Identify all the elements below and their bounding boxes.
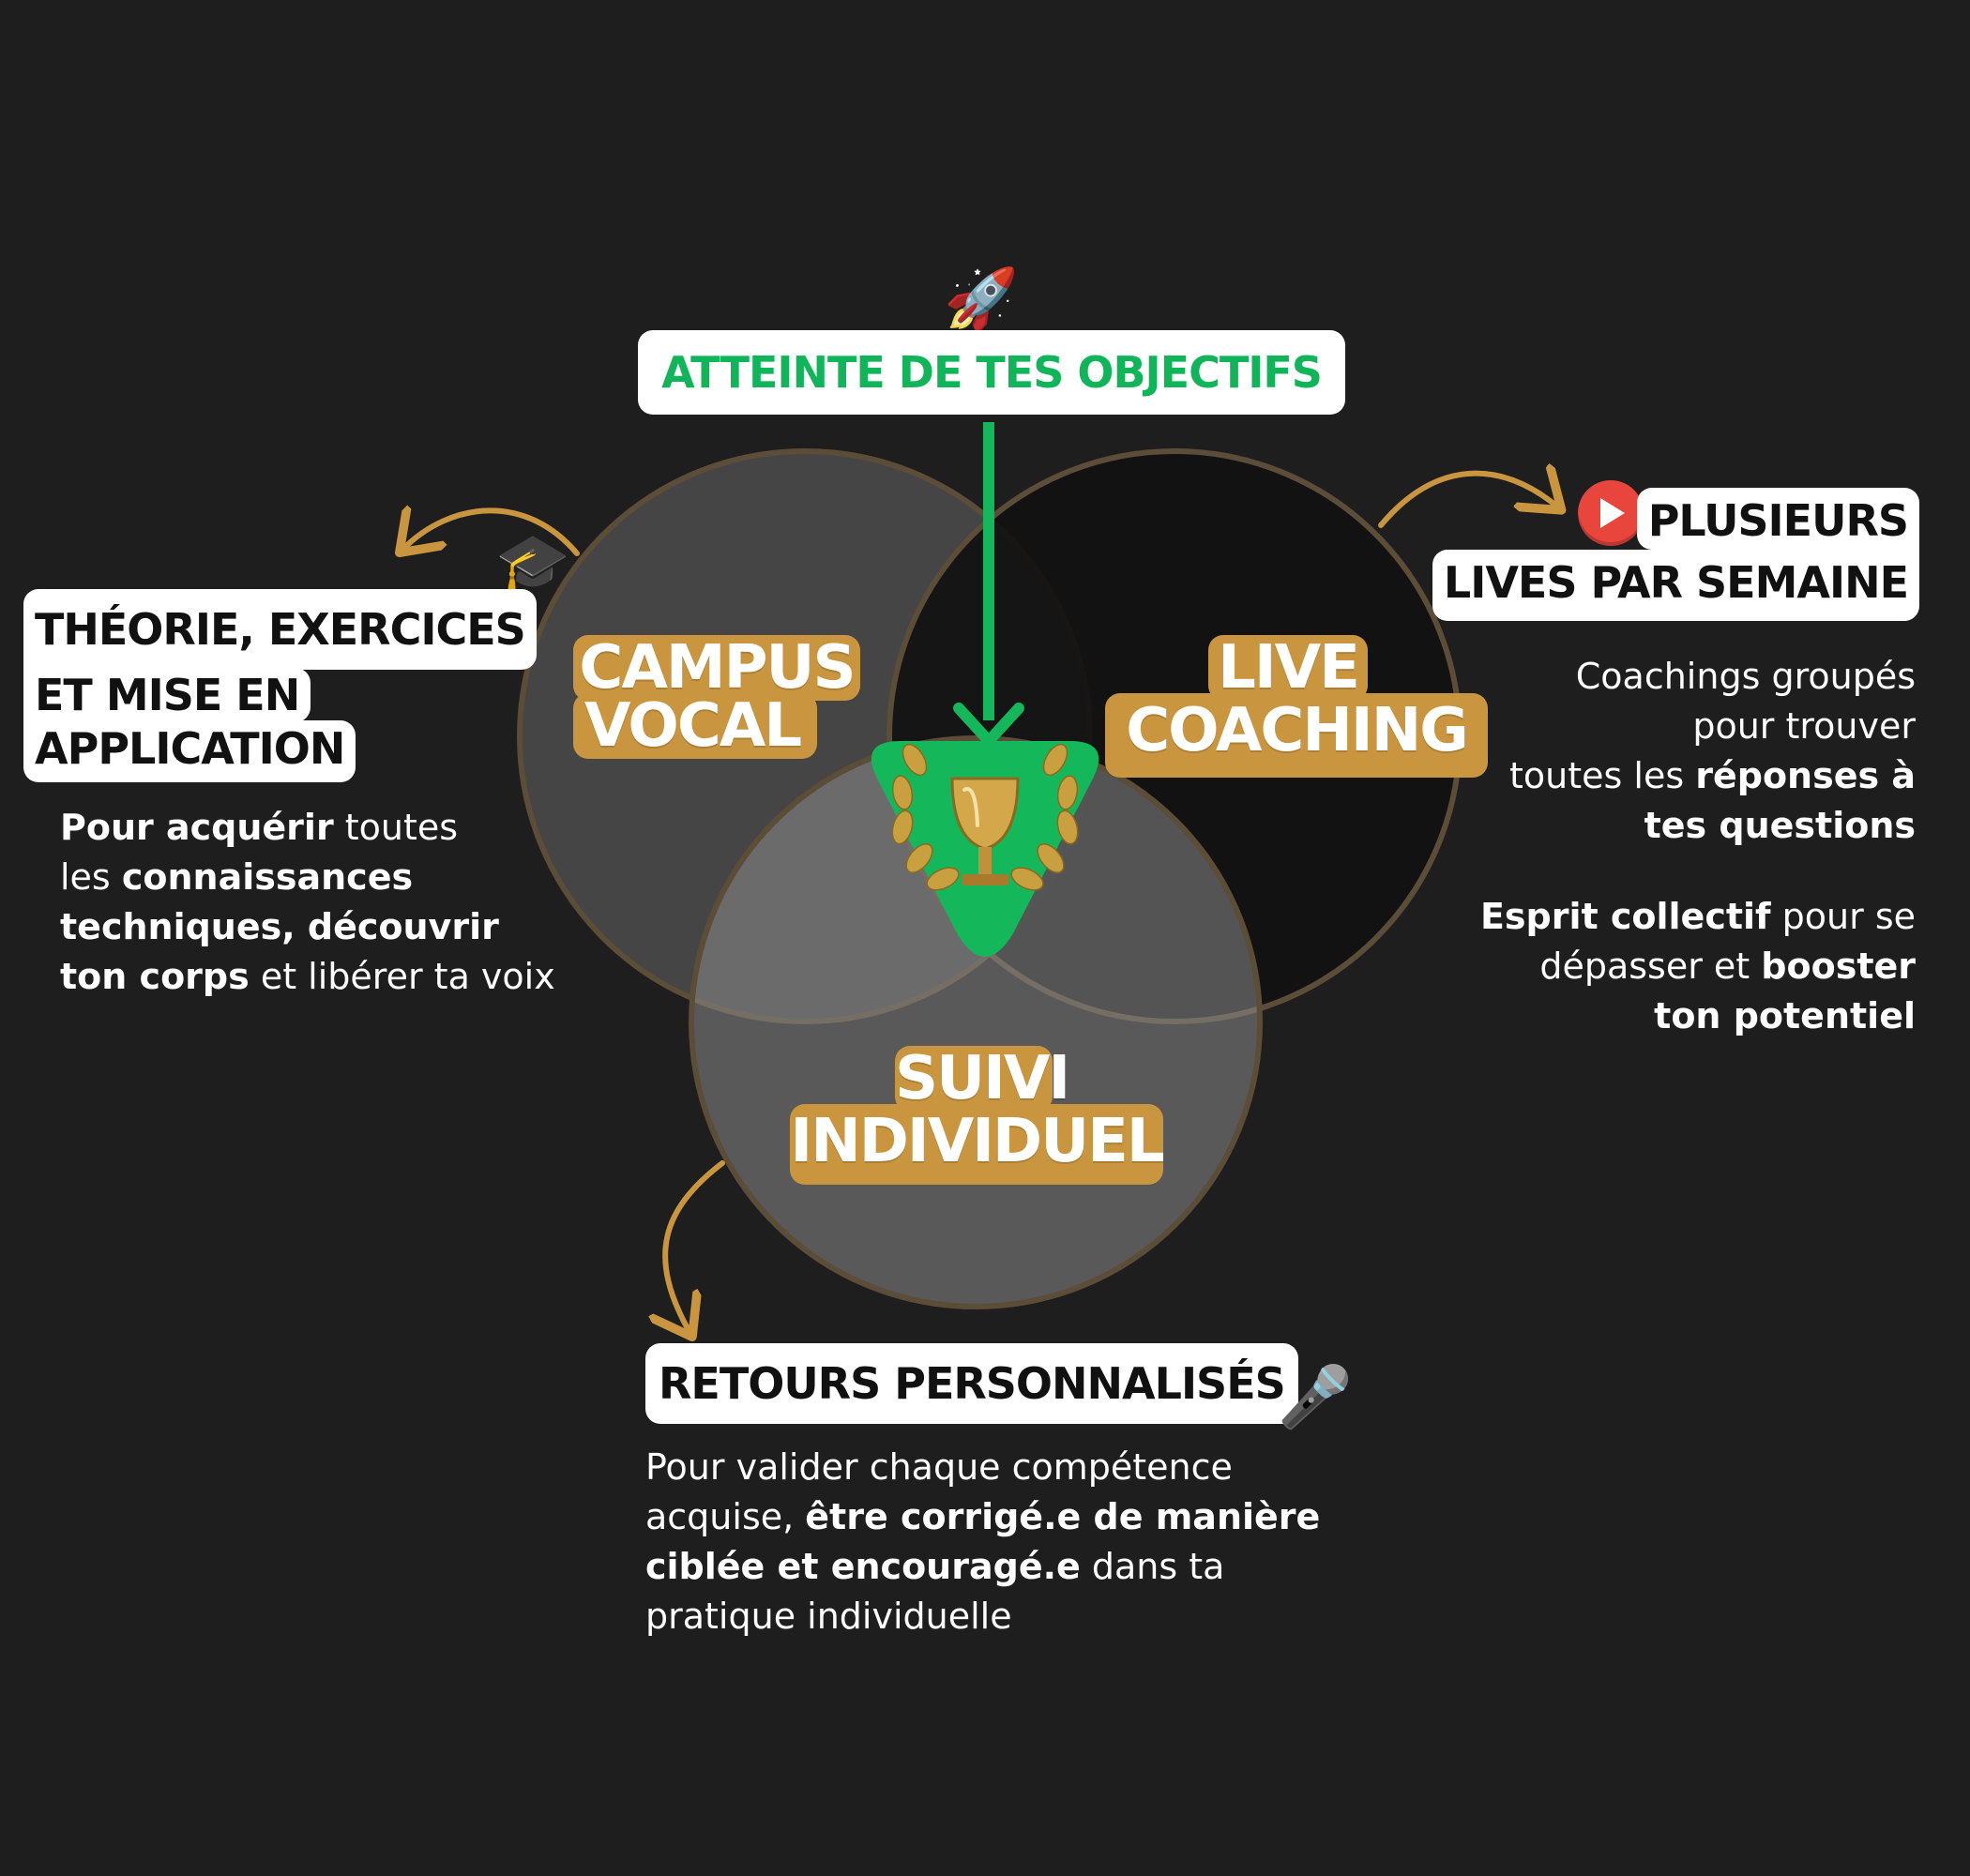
lives-desc-line: ton potentiel (1654, 995, 1916, 1036)
feedback-desc-line: Pour valider chaque compétence (645, 1446, 1233, 1488)
live-coaching-line1: LIVE (1208, 635, 1368, 701)
feedback-label: RETOURS PERSONNALISÉS (645, 1343, 1298, 1424)
lives-line1: PLUSIEURS (1636, 488, 1919, 550)
theory-label: THÉORIE, EXERCICES ET MISE EN APPLICATIO… (23, 589, 537, 782)
theory-description: Pour acquérir toutes les connaissances t… (60, 803, 623, 1002)
lives-description: Coachings groupés pour trouver toutes le… (1351, 652, 1916, 1041)
graduation-cap-icon: 🎓 (495, 530, 570, 599)
suivi-individuel-line2: INDIVIDUEL (790, 1104, 1165, 1185)
lives-desc-line: pour trouver (1692, 705, 1916, 747)
campus-vocal-line2: VOCAL (573, 693, 817, 759)
live-coaching-line2: COACHING (1105, 693, 1488, 778)
arrow-to-lives (1378, 474, 1557, 528)
goal-arrow-head (953, 703, 1024, 747)
live-coaching-label: LIVE COACHING (1105, 635, 1488, 778)
rocket-icon: 🚀 (944, 265, 1019, 335)
lives-desc-line: tes questions (1644, 805, 1916, 846)
theory-desc-line: les connaissances (60, 856, 414, 898)
arrow-to-feedback (665, 1160, 725, 1332)
arrow-to-theory (403, 510, 580, 553)
suivi-individuel-line1: SUIVI (895, 1044, 1070, 1113)
theory-line3: APPLICATION (23, 720, 356, 782)
lives-label: PLUSIEURS LIVES PAR SEMAINE (1428, 488, 1919, 621)
feedback-desc-line: acquise, être corrigé.e de manière (645, 1496, 1321, 1537)
lives-desc-line: toutes les réponses à (1509, 755, 1916, 796)
microphone-icon: 🎤 (1278, 1363, 1353, 1432)
theory-desc-line: techniques, découvrir (60, 906, 499, 947)
theory-desc-line: Pour acquérir toutes (60, 807, 459, 848)
theory-line2: ET MISE EN (23, 668, 311, 722)
feedback-description: Pour valider chaque compétence acquise, … (645, 1443, 1358, 1642)
lives-desc-line: dépasser et booster (1539, 946, 1916, 987)
goal-label: ATTEINTE DE TES OBJECTIFS (638, 330, 1345, 415)
lives-desc-line: Esprit collectif pour se (1479, 896, 1916, 937)
campus-vocal-label: CAMPUS VOCAL (573, 635, 860, 759)
theory-desc-line: ton corps et libérer ta voix (60, 956, 555, 997)
lives-line2: LIVES PAR SEMAINE (1432, 550, 1919, 621)
lives-desc-line: Coachings groupés (1575, 656, 1916, 697)
feedback-desc-line: pratique individuelle (645, 1596, 1012, 1637)
theory-line1: THÉORIE, EXERCICES (23, 589, 537, 670)
feedback-desc-line: ciblée et encouragé.e dans ta (645, 1546, 1225, 1587)
trophy-laurel-icon (891, 743, 1079, 891)
play-button-icon (1578, 480, 1644, 546)
suivi-individuel-label: SUIVI INDIVIDUEL (790, 1044, 1165, 1185)
campus-vocal-line1: CAMPUS (573, 635, 860, 701)
